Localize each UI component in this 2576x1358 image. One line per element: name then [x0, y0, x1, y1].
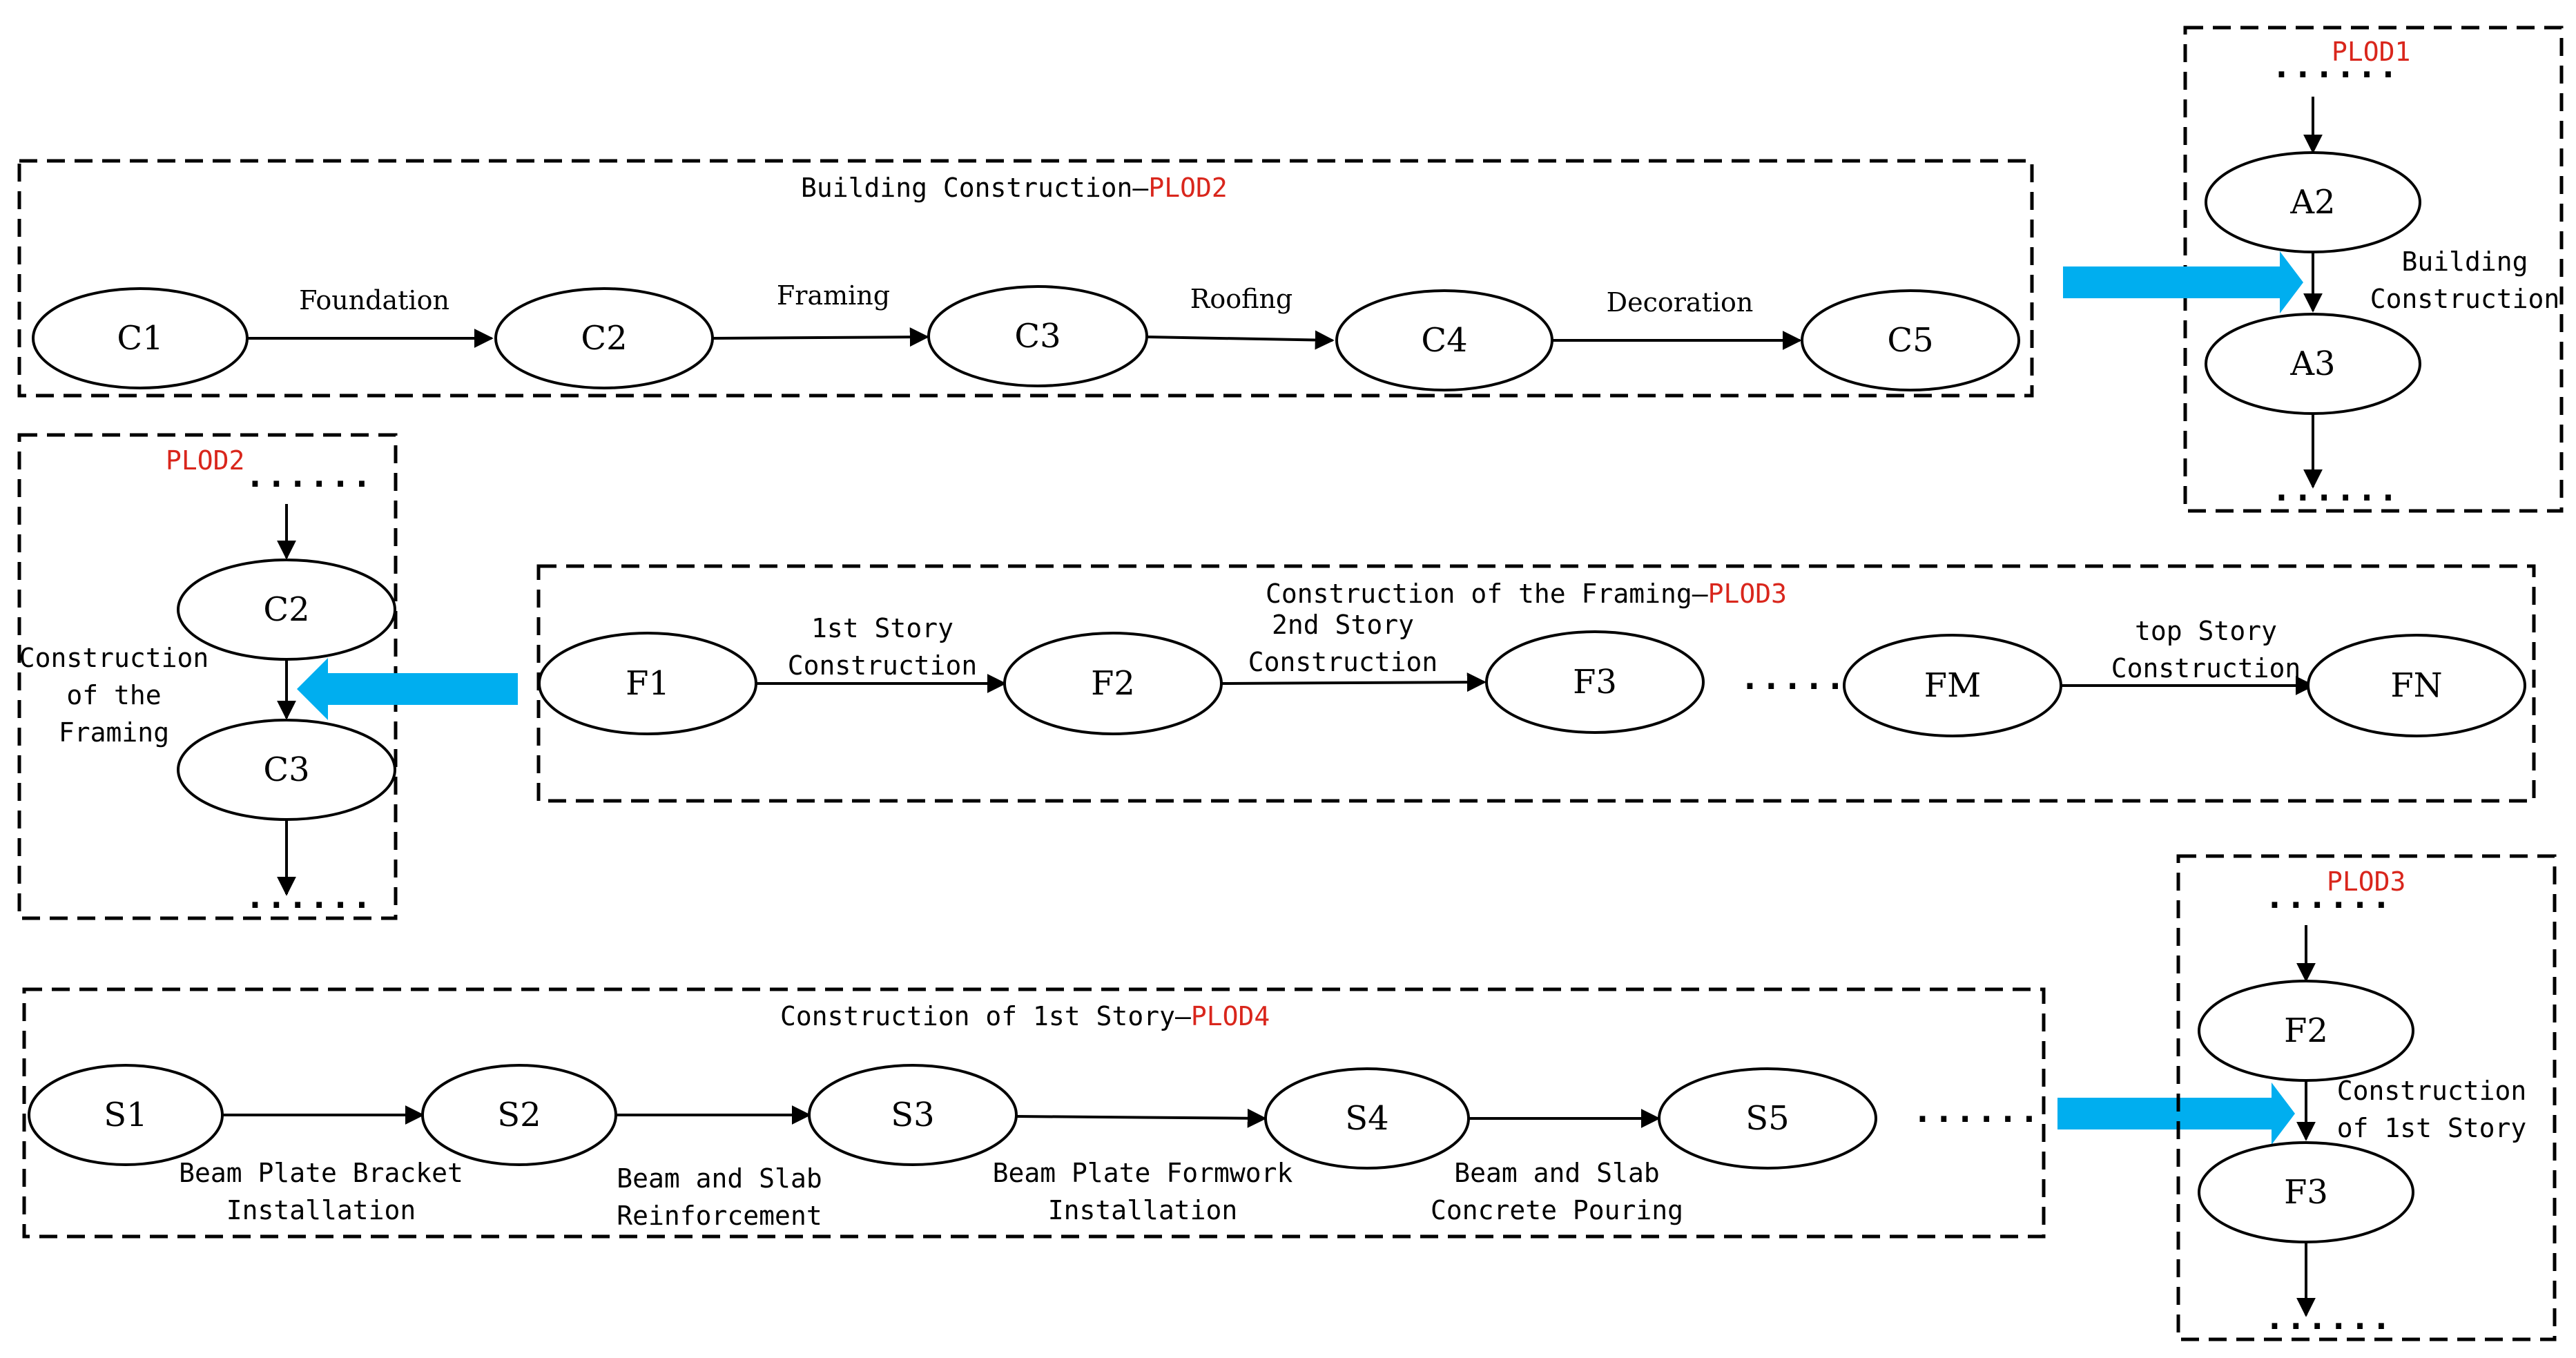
node-fm-label: FM	[1924, 666, 1981, 705]
edge-label-decoration: Decoration	[1607, 287, 1754, 318]
node-plod3-f3-label: F3	[2284, 1173, 2328, 1212]
plod3-note-line2: of 1st Story	[2337, 1113, 2527, 1143]
node-c4-label: C4	[1421, 321, 1467, 360]
edge-label-1st-line1: 1st Story	[811, 613, 953, 643]
edge-c2-c3	[712, 327, 929, 347]
node-c3-label: C3	[1014, 317, 1061, 356]
plod1-panel: PLOD1 ...... A2 A3 ...... Building Const…	[2183, 26, 2564, 513]
story-panel: Construction of 1st Story—PLOD4 Beam Pla…	[22, 987, 2046, 1239]
plod3-ellipsis-top: ......	[2265, 877, 2392, 916]
node-a2-label: A2	[2289, 183, 2335, 222]
node-c4	[1335, 289, 1553, 391]
expand-arrow-building	[2063, 251, 2303, 313]
plod3-note-line1: Construction	[2337, 1076, 2527, 1106]
edge-c3-c4	[1146, 330, 1335, 350]
building-construction-frame	[17, 159, 2034, 398]
node-plod2-c2-label: C2	[263, 590, 309, 629]
node-s2-label: S2	[497, 1096, 541, 1134]
edge-label-1st-line2: Construction	[788, 650, 978, 681]
edge-label-top-line1: top Story	[2135, 616, 2277, 646]
expand-arrow-story	[2057, 1083, 2295, 1145]
node-s4	[1264, 1067, 1470, 1170]
edge-f2-f3	[1221, 672, 1486, 692]
node-s1-label: S1	[104, 1096, 147, 1134]
plod1-note-line2: Construction	[2370, 284, 2560, 314]
node-a2	[2205, 151, 2421, 253]
node-c1	[32, 287, 249, 389]
plod3-label: PLOD3	[2327, 866, 2405, 897]
plod2-ellipsis-top: ......	[245, 456, 373, 495]
plod2-label: PLOD2	[166, 445, 244, 476]
plod1-note-line1: Building	[2401, 246, 2528, 277]
edge-label-formwork-line1: Beam Plate Formwork	[993, 1158, 1293, 1188]
edge-s3-s4	[1016, 1108, 1267, 1128]
node-plod3-f2-label: F2	[2284, 1011, 2328, 1050]
node-f3	[1485, 630, 1705, 734]
plod1-ellipsis-top: ......	[2272, 47, 2399, 86]
plod3-frame	[2176, 854, 2557, 1341]
edge-label-reinforcement-line1: Beam and Slab	[617, 1163, 822, 1194]
node-f2	[1003, 632, 1223, 735]
node-fn	[2307, 634, 2526, 737]
expand-arrow-framing	[297, 658, 518, 720]
edge-label-2nd-line1: 2nd Story	[1272, 610, 1414, 640]
plod2-note-line1: Construction	[19, 643, 209, 673]
story-frame	[22, 987, 2046, 1239]
node-plod2-c2	[177, 559, 396, 661]
node-a3-label: A3	[2289, 345, 2335, 383]
edge-label-formwork-line2: Installation	[1048, 1195, 1238, 1225]
edge-label-pouring-line1: Beam and Slab	[1454, 1158, 1659, 1188]
framing-panel: Construction of the Framing—PLOD3 1st St…	[536, 564, 2536, 803]
node-s3-label: S3	[891, 1096, 934, 1134]
plod2-ellipsis-bottom: ......	[245, 877, 373, 916]
building-construction-title: Building Construction—PLOD2	[801, 173, 1228, 203]
edge-label-bracket-line1: Beam Plate Bracket	[179, 1158, 463, 1188]
plod1-ellipsis-bottom: ......	[2272, 470, 2399, 509]
node-plod3-f2	[2198, 980, 2414, 1082]
node-s4-label: S4	[1345, 1099, 1388, 1138]
story-ellipsis: ......	[1912, 1092, 2040, 1130]
node-s5	[1658, 1067, 1877, 1170]
node-f1	[538, 632, 757, 735]
building-construction-panel: Building Construction—PLOD2 Foundation F…	[17, 159, 2034, 398]
node-f2-label: F2	[1091, 664, 1135, 703]
node-s2	[421, 1064, 617, 1166]
plod2-panel: PLOD2 ...... C2 C3 ...... Construction o…	[17, 433, 398, 920]
plod2-note-line3: Framing	[59, 717, 169, 748]
edge-label-2nd-line2: Construction	[1248, 647, 1438, 677]
edge-label-framing: Framing	[777, 280, 890, 311]
framing-title: Construction of the Framing—PLOD3	[1266, 579, 1787, 609]
plod1-label: PLOD1	[2332, 37, 2410, 67]
node-plod2-c3-label: C3	[263, 750, 309, 789]
plod3-panel: PLOD3 ...... F2 F3 ...... Construction o…	[2176, 854, 2557, 1341]
node-c5-label: C5	[1887, 321, 1933, 360]
node-fm	[1843, 634, 2062, 737]
node-c5	[1801, 289, 2020, 391]
node-a3	[2205, 313, 2421, 415]
plod3-ellipsis-bottom: ......	[2265, 1299, 2392, 1337]
node-plod2-c3	[177, 719, 396, 821]
edge-label-foundation: Foundation	[299, 285, 449, 316]
edge-label-top-line2: Construction	[2111, 653, 2301, 683]
node-s5-label: S5	[1745, 1099, 1789, 1138]
node-c2	[494, 287, 714, 389]
node-fn-label: FN	[2390, 666, 2442, 705]
node-f1-label: F1	[626, 664, 670, 703]
node-plod3-f3	[2198, 1141, 2414, 1243]
story-title: Construction of 1st Story—PLOD4	[780, 1001, 1270, 1031]
edge-label-roofing: Roofing	[1190, 284, 1293, 314]
node-s3	[808, 1064, 1018, 1166]
plod2-note-line2: of the	[66, 680, 161, 710]
node-s1	[28, 1064, 224, 1166]
node-f3-label: F3	[1573, 663, 1617, 701]
edge-label-pouring-line2: Concrete Pouring	[1431, 1195, 1683, 1225]
edge-label-bracket-line2: Installation	[226, 1195, 416, 1225]
node-c3	[927, 285, 1148, 387]
edge-label-reinforcement-line2: Reinforcement	[617, 1201, 822, 1231]
node-c1-label: C1	[117, 319, 163, 358]
node-c2-label: C2	[581, 319, 627, 358]
